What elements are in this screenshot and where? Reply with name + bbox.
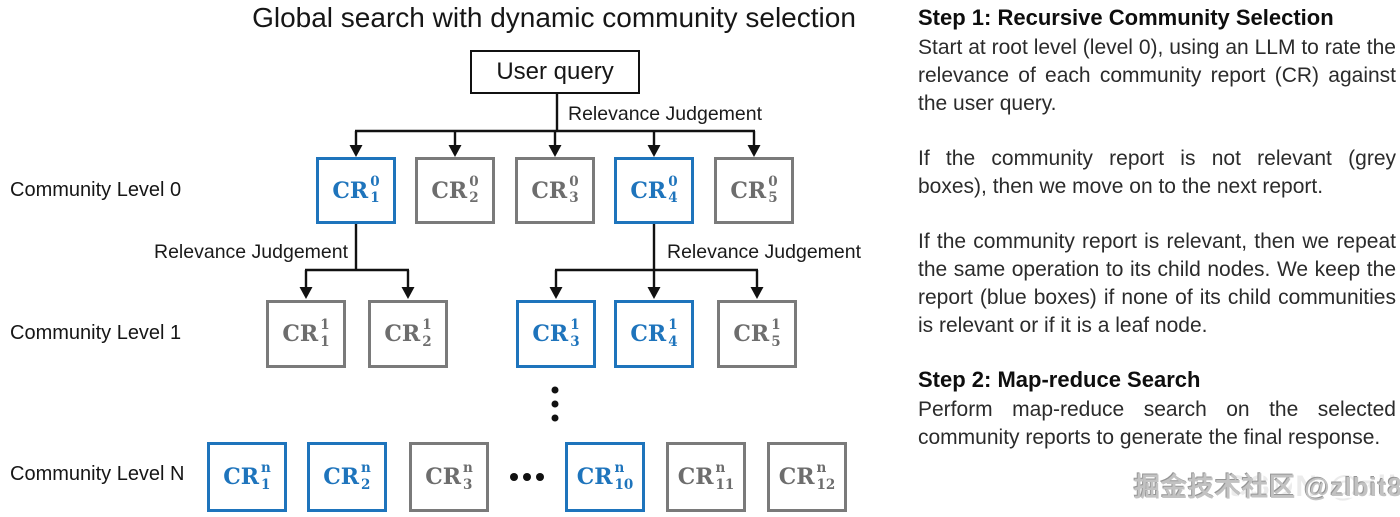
watermark-ghost: CSDN @zlbit85	[1226, 470, 1400, 503]
user-query-box: User query	[470, 50, 640, 94]
community-level-1-label: Community Level 1	[10, 322, 182, 344]
relevance-judgement-label-root: Relevance Judgement	[568, 103, 763, 125]
step1-heading: Step 1: Recursive Community Selection	[918, 5, 1334, 30]
community-level-n-label: Community Level N	[10, 463, 185, 485]
step1-paragraph-2: If the community report is not relevant …	[918, 147, 1396, 198]
relevance-judgement-label-right: Relevance Judgement	[667, 241, 862, 263]
step1-paragraph-3: If the community report is relevant, the…	[918, 230, 1396, 337]
diagram-title: Global search with dynamic community sel…	[252, 2, 856, 33]
relevance-judgement-label-left: Relevance Judgement	[154, 241, 349, 263]
step2-paragraph-1: Perform map-reduce search on the selecte…	[918, 398, 1396, 449]
explanation-panel: Step 1: Recursive Community Selection St…	[918, 4, 1396, 452]
connector-lines	[299, 94, 764, 481]
watermark-main: 掘金技术社区 @zlbit85	[1134, 472, 1400, 502]
user-query-label: User query	[496, 58, 614, 85]
community-level-0-label: Community Level 0	[10, 179, 182, 201]
step1-paragraph-1: Start at root level (level 0), using an …	[918, 36, 1396, 115]
step2-heading: Step 2: Map-reduce Search	[918, 367, 1201, 392]
